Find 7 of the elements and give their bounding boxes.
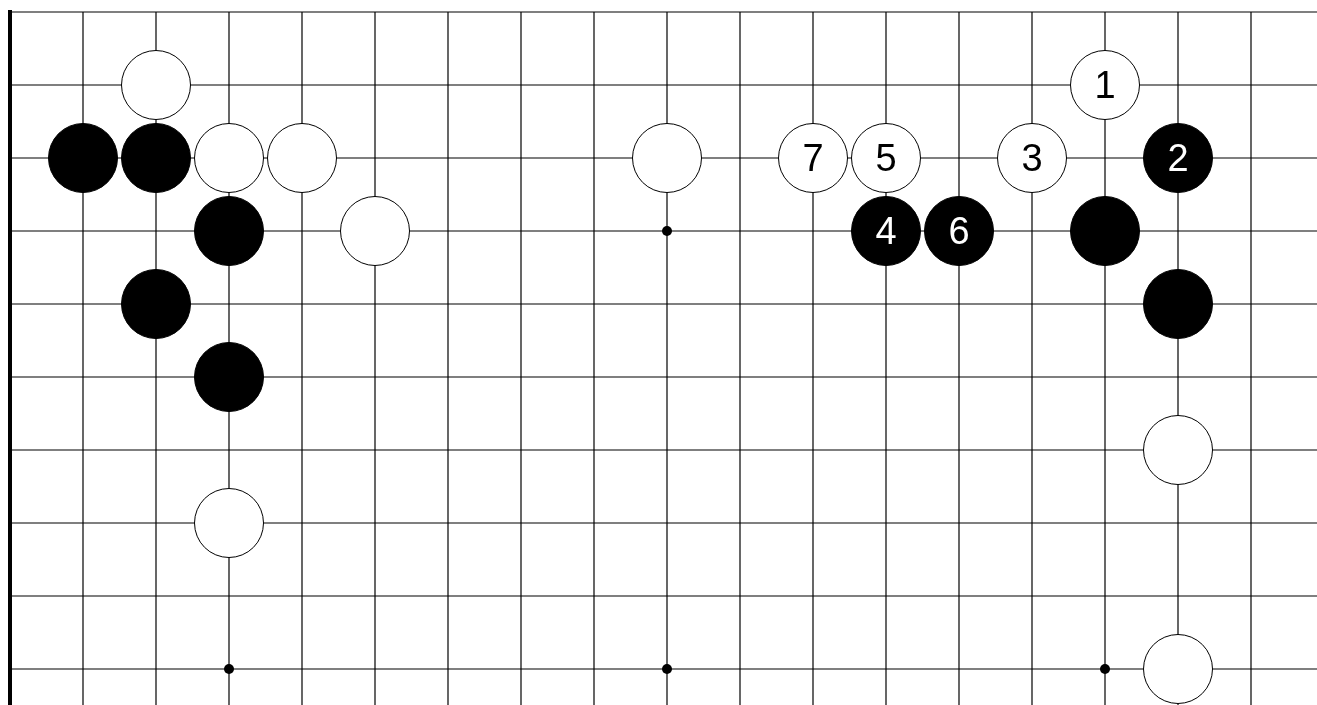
move-number: 1 bbox=[1094, 66, 1116, 104]
move-number: 5 bbox=[875, 139, 897, 177]
move-number: 4 bbox=[875, 212, 897, 250]
move-number: 3 bbox=[1021, 139, 1043, 177]
move-number: 2 bbox=[1167, 139, 1189, 177]
move-number: 7 bbox=[802, 139, 824, 177]
move-number: 6 bbox=[948, 212, 970, 250]
